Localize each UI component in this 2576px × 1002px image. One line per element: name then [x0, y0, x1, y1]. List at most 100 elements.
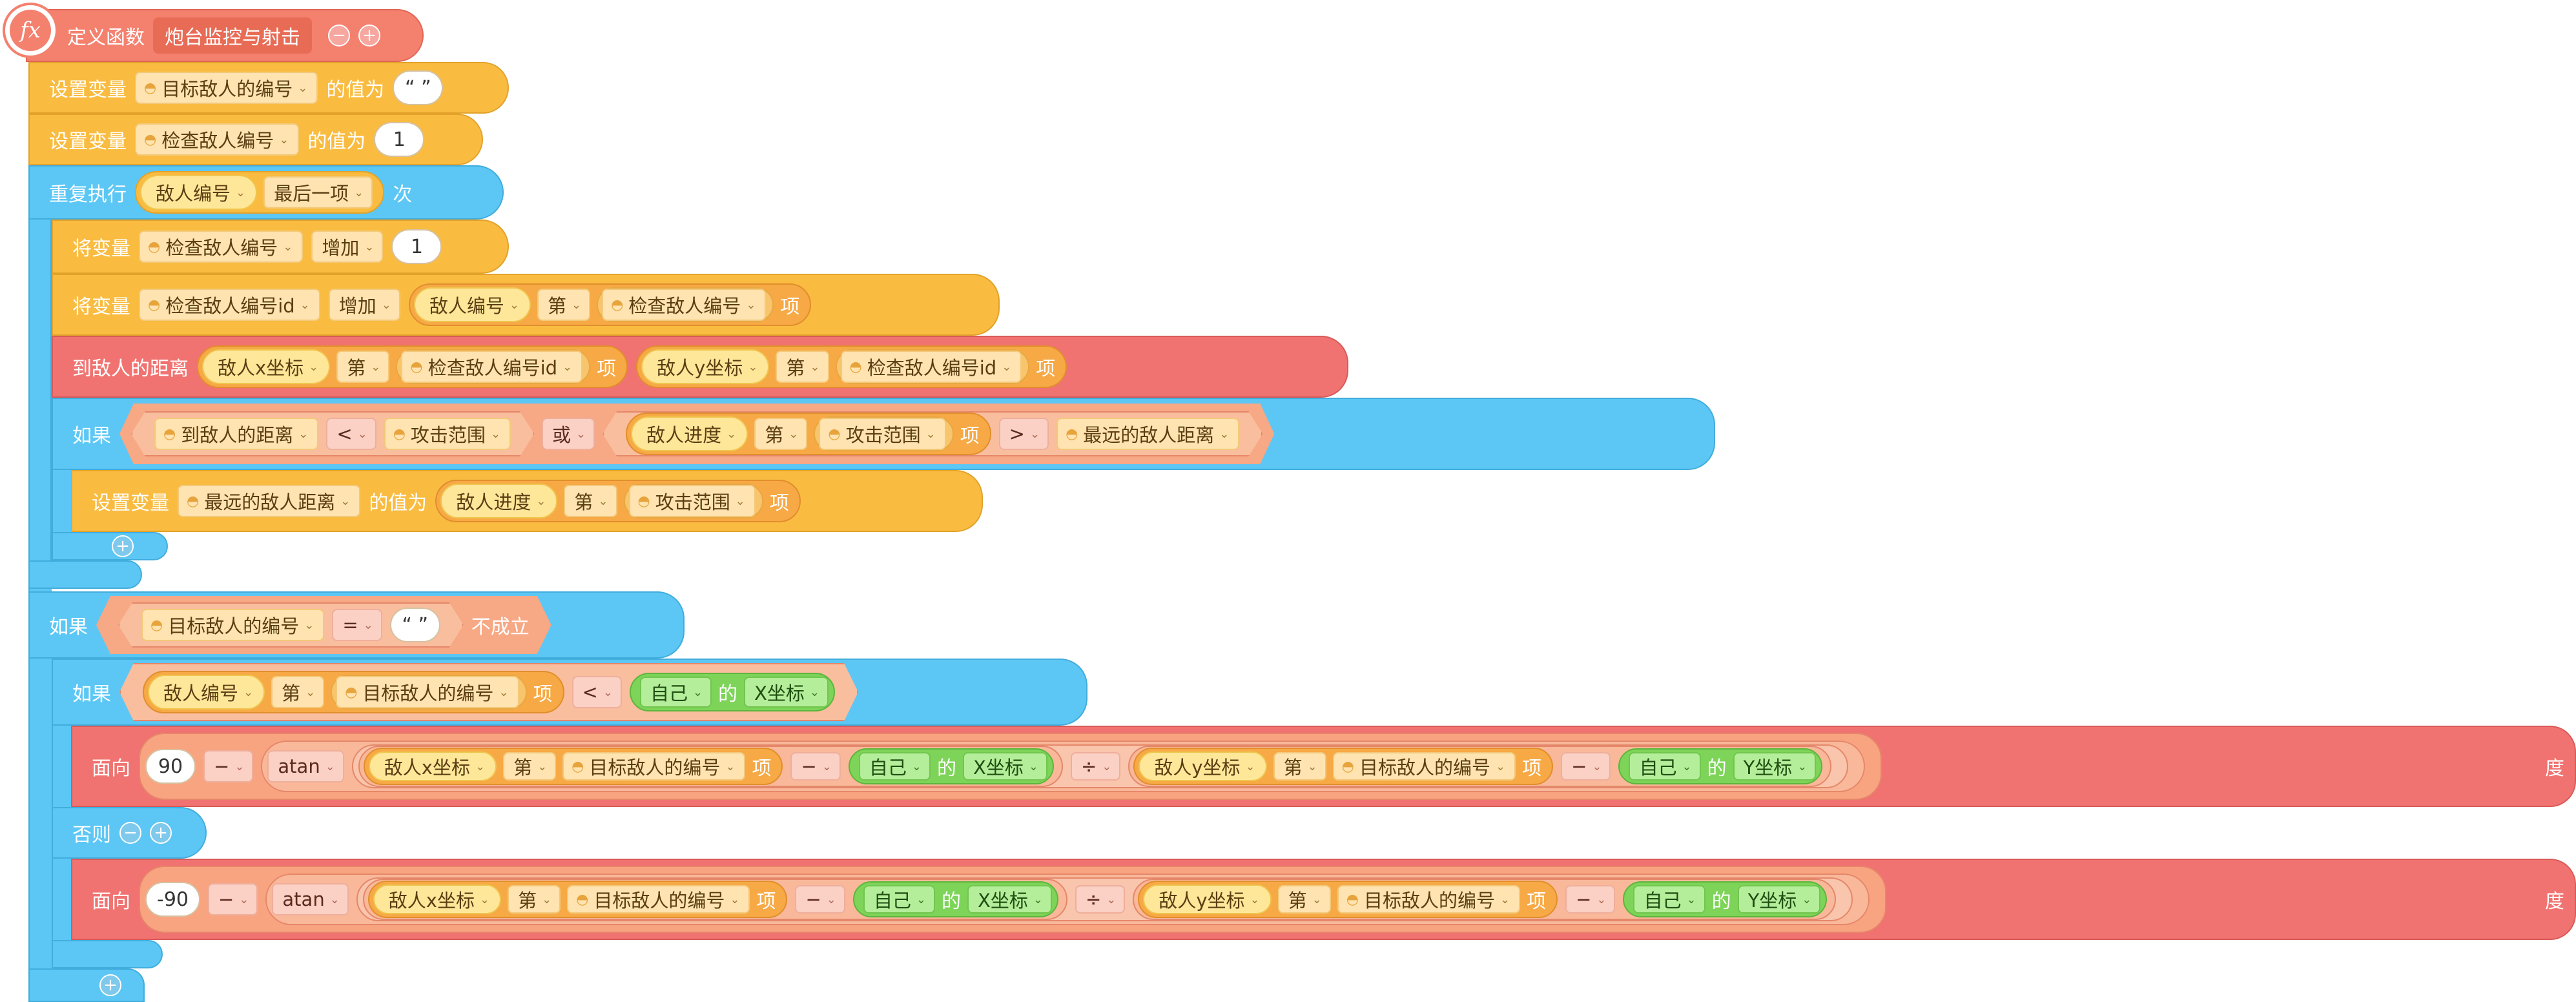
nth-dropdown[interactable]: 第⌄: [1277, 885, 1331, 914]
increase-dropdown[interactable]: 增加⌄: [328, 289, 400, 321]
list-item-reporter[interactable]: 敌人x坐标⌄ 第⌄ ◓检查敌人编号id⌄ 项: [197, 345, 628, 388]
divide-reporter[interactable]: 敌人x坐标⌄ 第⌄ ◓目标敌人的编号⌄ 项 −⌄ 自己⌄ 的 X坐标⌄ ÷⌄: [351, 744, 1849, 788]
operator-dropdown[interactable]: ÷⌄: [1070, 752, 1121, 781]
value-input[interactable]: “ ”: [393, 70, 444, 105]
variable-reporter[interactable]: ◓攻击范围⌄: [623, 484, 763, 518]
compare-reporter[interactable]: 敌人进度⌄ 第⌄ ◓攻击范围⌄ 项 >⌄ ◓最远的敌人距离⌄: [603, 411, 1262, 456]
subtract-reporter[interactable]: 敌人x坐标⌄ 第⌄ ◓目标敌人的编号⌄ 项 −⌄ 自己⌄ 的 X坐标⌄: [362, 879, 1067, 920]
variable-dropdown[interactable]: ◓检查敌人编号⌄: [135, 123, 300, 156]
nth-dropdown[interactable]: 第⌄: [503, 752, 557, 781]
set-variable-block-1[interactable]: 设置变量 ◓目标敌人的编号⌄ 的值为 “ ”: [28, 62, 509, 114]
target-dropdown[interactable]: 自己⌄: [1629, 752, 1701, 781]
variable-dropdown[interactable]: ◓攻击范围⌄: [628, 485, 756, 517]
or-reporter[interactable]: ◓到敌人的距离⌄ <⌄ ◓攻击范围⌄ 或⌄ 敌人进度⌄ 第⌄ ◓攻击范围⌄ 项 …: [119, 404, 1274, 464]
function-dropdown[interactable]: atan⌄: [267, 750, 344, 782]
list-item-reporter[interactable]: 敌人x坐标⌄ 第⌄ ◓目标敌人的编号⌄ 项: [367, 881, 788, 918]
variable-dropdown[interactable]: ◓攻击范围⌄: [384, 418, 511, 450]
list-item-reporter[interactable]: 敌人进度⌄ 第⌄ ◓攻击范围⌄ 项: [626, 413, 991, 455]
add-else-if-button[interactable]: +: [150, 822, 172, 844]
divide-reporter[interactable]: 敌人x坐标⌄ 第⌄ ◓目标敌人的编号⌄ 项 −⌄ 自己⌄ 的 X坐标⌄ ÷⌄: [356, 877, 1853, 921]
variable-dropdown[interactable]: ◓目标敌人的编号⌄: [135, 72, 318, 104]
function-dropdown[interactable]: atan⌄: [272, 883, 349, 915]
list-item-reporter[interactable]: 敌人y坐标⌄ 第⌄ ◓检查敌人编号id⌄ 项: [636, 345, 1067, 388]
target-dropdown[interactable]: 自己⌄: [858, 752, 931, 781]
variable-dropdown[interactable]: ◓攻击范围⌄: [819, 418, 945, 450]
list-dropdown[interactable]: 敌人y坐标⌄: [1143, 884, 1272, 914]
variable-reporter[interactable]: ◓攻击范围⌄: [814, 416, 953, 451]
function-name-field[interactable]: 炮台监控与射击: [153, 17, 312, 54]
property-dropdown[interactable]: Y坐标⌄: [1733, 752, 1817, 781]
nth-dropdown[interactable]: 第⌄: [776, 351, 829, 383]
atan-reporter[interactable]: atan⌄ 敌人x坐标⌄ 第⌄ ◓目标敌人的编号⌄ 项 −⌄ 自己⌄ 的 X坐标…: [261, 741, 1866, 792]
operator-dropdown[interactable]: =⌄: [332, 609, 382, 641]
not-reporter[interactable]: ◓目标敌人的编号⌄ =⌄ “ ” 不成立: [96, 596, 551, 654]
variable-dropdown[interactable]: ◓检查敌人编号id⌄: [401, 351, 583, 383]
variable-reporter[interactable]: ◓检查敌人编号⌄: [597, 287, 774, 322]
nth-dropdown[interactable]: 第⌄: [564, 485, 617, 517]
list-dropdown[interactable]: 敌人x坐标⌄: [368, 752, 497, 781]
plus-icon[interactable]: +: [99, 974, 121, 996]
value-input[interactable]: “ ”: [390, 608, 440, 642]
nth-dropdown[interactable]: 第⌄: [271, 676, 324, 708]
face-direction-block-1[interactable]: 面向 90 −⌄ atan⌄ 敌人x坐标⌄ 第⌄ ◓目标敌人的编号⌄ 项 −⌄ …: [71, 726, 2576, 807]
variable-dropdown[interactable]: ◓最远的敌人距离⌄: [178, 485, 361, 517]
compare-reporter[interactable]: 敌人编号⌄ 第⌄ ◓目标敌人的编号⌄ 项 <⌄ 自己⌄ 的 X坐标⌄: [119, 663, 858, 721]
operator-dropdown[interactable]: <⌄: [326, 418, 376, 450]
property-reporter[interactable]: 自己⌄ 的 X坐标⌄: [630, 673, 835, 711]
item-index-dropdown[interactable]: 最后一项⌄: [263, 176, 373, 209]
nth-dropdown[interactable]: 第⌄: [537, 289, 591, 321]
operator-dropdown[interactable]: <⌄: [572, 676, 622, 708]
nth-dropdown[interactable]: 第⌄: [508, 885, 561, 914]
variable-dropdown[interactable]: ◓检查敌人编号id⌄: [840, 351, 1022, 383]
if-block-1[interactable]: 如果 ◓到敌人的距离⌄ <⌄ ◓攻击范围⌄ 或⌄ 敌人进度⌄ 第⌄ ◓攻击范围⌄…: [52, 398, 1715, 470]
variable-dropdown[interactable]: ◓目标敌人的编号⌄: [141, 609, 324, 641]
else-row[interactable]: 否则 − +: [52, 807, 207, 859]
subtract-reporter[interactable]: 敌人y坐标⌄ 第⌄ ◓目标敌人的编号⌄ 项 −⌄ 自己⌄ 的 Y坐标⌄: [1128, 746, 1832, 787]
list-item-reporter[interactable]: 敌人y坐标⌄ 第⌄ ◓目标敌人的编号⌄ 项: [1133, 748, 1554, 785]
value-input[interactable]: 90: [145, 749, 196, 784]
list-dropdown[interactable]: 敌人y坐标⌄: [1139, 752, 1267, 781]
property-reporter[interactable]: 自己⌄ 的 Y坐标⌄: [1623, 881, 1828, 917]
nth-dropdown[interactable]: 第⌄: [754, 418, 807, 450]
value-input[interactable]: -90: [145, 882, 200, 917]
list-item-reporter[interactable]: 敌人进度⌄ 第⌄ ◓攻击范围⌄ 项: [435, 480, 801, 522]
change-variable-block-2[interactable]: 将变量 ◓检查敌人编号id⌄ 增加⌄ 敌人编号⌄ 第⌄ ◓检查敌人编号⌄ 项: [52, 274, 1000, 336]
if-else-block[interactable]: 如果 敌人编号⌄ 第⌄ ◓目标敌人的编号⌄ 项 <⌄ 自己⌄ 的 X坐标⌄: [52, 659, 1087, 726]
add-param-button[interactable]: +: [358, 25, 380, 46]
math-reporter[interactable]: -90 −⌄ atan⌄ 敌人x坐标⌄ 第⌄ ◓目标敌人的编号⌄ 项 −⌄ 自己…: [139, 866, 1887, 933]
increase-dropdown[interactable]: 增加⌄: [311, 230, 384, 263]
list-item-reporter[interactable]: 敌人编号⌄ 最后一项⌄: [135, 171, 385, 214]
property-reporter[interactable]: 自己⌄ 的 X坐标⌄: [852, 881, 1058, 917]
compare-reporter[interactable]: ◓目标敌人的编号⌄ =⌄ “ ”: [118, 602, 464, 648]
define-function-block[interactable]: 定义函数 炮台监控与射击 − +: [26, 9, 424, 62]
change-variable-block-1[interactable]: 将变量 ◓检查敌人编号⌄ 增加⌄ 1: [52, 220, 509, 274]
target-dropdown[interactable]: 自己⌄: [640, 677, 712, 708]
operator-dropdown[interactable]: −⌄: [1561, 752, 1611, 781]
list-dropdown[interactable]: 敌人编号⌄: [140, 175, 258, 210]
remove-else-button[interactable]: −: [119, 822, 141, 844]
list-dropdown[interactable]: 敌人编号⌄: [148, 675, 265, 710]
list-dropdown[interactable]: 敌人x坐标⌄: [373, 884, 502, 914]
operator-dropdown[interactable]: −⌄: [790, 752, 841, 781]
subtract-reporter[interactable]: 敌人y坐标⌄ 第⌄ ◓目标敌人的编号⌄ 项 −⌄ 自己⌄ 的 Y坐标⌄: [1133, 879, 1837, 920]
list-dropdown[interactable]: 敌人进度⌄: [440, 484, 558, 518]
list-dropdown[interactable]: 敌人编号⌄: [413, 287, 531, 322]
variable-dropdown[interactable]: ◓检查敌人编号⌄: [602, 289, 767, 321]
property-dropdown[interactable]: X坐标⌄: [744, 677, 829, 708]
math-reporter[interactable]: 90 −⌄ atan⌄ 敌人x坐标⌄ 第⌄ ◓目标敌人的编号⌄ 项 −⌄ 自己⌄…: [139, 733, 1882, 800]
repeat-block[interactable]: 重复执行 敌人编号⌄ 最后一项⌄ 次: [28, 165, 504, 220]
nth-dropdown[interactable]: 第⌄: [336, 351, 390, 383]
list-item-reporter[interactable]: 敌人y坐标⌄ 第⌄ ◓目标敌人的编号⌄ 项: [1138, 881, 1558, 918]
list-item-reporter[interactable]: 敌人x坐标⌄ 第⌄ ◓目标敌人的编号⌄ 项: [363, 748, 783, 785]
operator-dropdown[interactable]: ÷⌄: [1075, 885, 1126, 914]
operator-dropdown[interactable]: −⌄: [208, 883, 258, 915]
operator-dropdown[interactable]: >⌄: [999, 418, 1049, 450]
operator-dropdown[interactable]: −⌄: [1565, 885, 1616, 914]
variable-dropdown[interactable]: ◓到敌人的距离⌄: [154, 418, 318, 450]
compare-reporter[interactable]: ◓到敌人的距离⌄ <⌄ ◓攻击范围⌄: [131, 411, 534, 456]
variable-dropdown[interactable]: ◓目标敌人的编号⌄: [1337, 885, 1521, 914]
property-reporter[interactable]: 自己⌄ 的 Y坐标⌄: [1618, 748, 1823, 784]
nth-dropdown[interactable]: 第⌄: [1273, 752, 1326, 781]
variable-dropdown[interactable]: ◓检查敌人编号⌄: [139, 230, 304, 263]
variable-dropdown[interactable]: ◓目标敌人的编号⌄: [567, 885, 750, 914]
